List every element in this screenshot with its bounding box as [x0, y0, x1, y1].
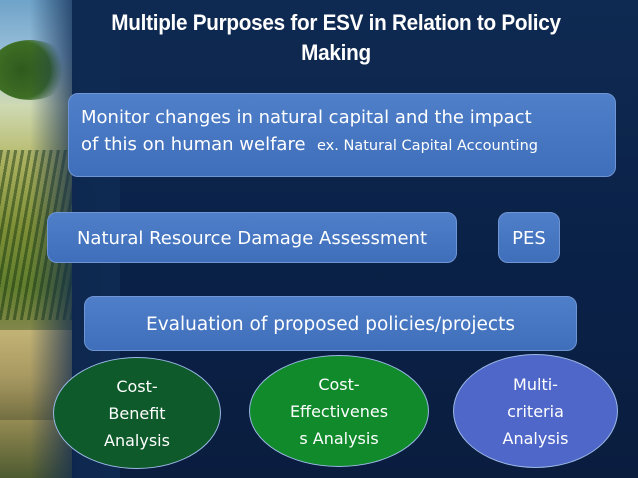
multi-criteria-oval: Multi- criteria Analysis: [453, 354, 618, 468]
multi-criteria-line2: criteria: [507, 401, 564, 421]
cost-benefit-line1: Cost-: [116, 376, 158, 396]
monitor-line1: Monitor changes in natural capital and t…: [81, 107, 532, 128]
multi-criteria-line3: Analysis: [502, 428, 569, 448]
cost-benefit-line2: Benefit: [108, 403, 166, 423]
cost-effectiveness-oval: Cost- Effectivenes s Analysis: [249, 355, 429, 467]
evaluation-box: Evaluation of proposed policies/projects: [84, 296, 577, 351]
cost-effectiveness-line1: Cost-: [318, 374, 360, 394]
multi-criteria-line1: Multi-: [513, 374, 558, 394]
monitor-line2: of this on human welfare ex. Natural Cap…: [81, 131, 603, 160]
pes-box: PES: [498, 212, 560, 263]
nrda-box: Natural Resource Damage Assessment: [47, 212, 457, 263]
monitor-line2-text: of this on human welfare: [81, 134, 306, 155]
slide-title: Multiple Purposes for ESV in Relation to…: [84, 8, 588, 68]
cost-benefit-line3: Analysis: [104, 430, 170, 450]
slide-title-line2: Making: [301, 40, 371, 65]
monitor-changes-box: Monitor changes in natural capital and t…: [68, 93, 616, 177]
cost-benefit-oval: Cost- Benefit Analysis: [53, 357, 221, 469]
slide-title-line1: Multiple Purposes for ESV in Relation to…: [111, 10, 561, 35]
cost-effectiveness-line2: Effectivenes: [289, 401, 389, 421]
cost-effectiveness-line3: s Analysis: [299, 428, 379, 448]
monitor-example: ex. Natural Capital Accounting: [317, 138, 538, 154]
